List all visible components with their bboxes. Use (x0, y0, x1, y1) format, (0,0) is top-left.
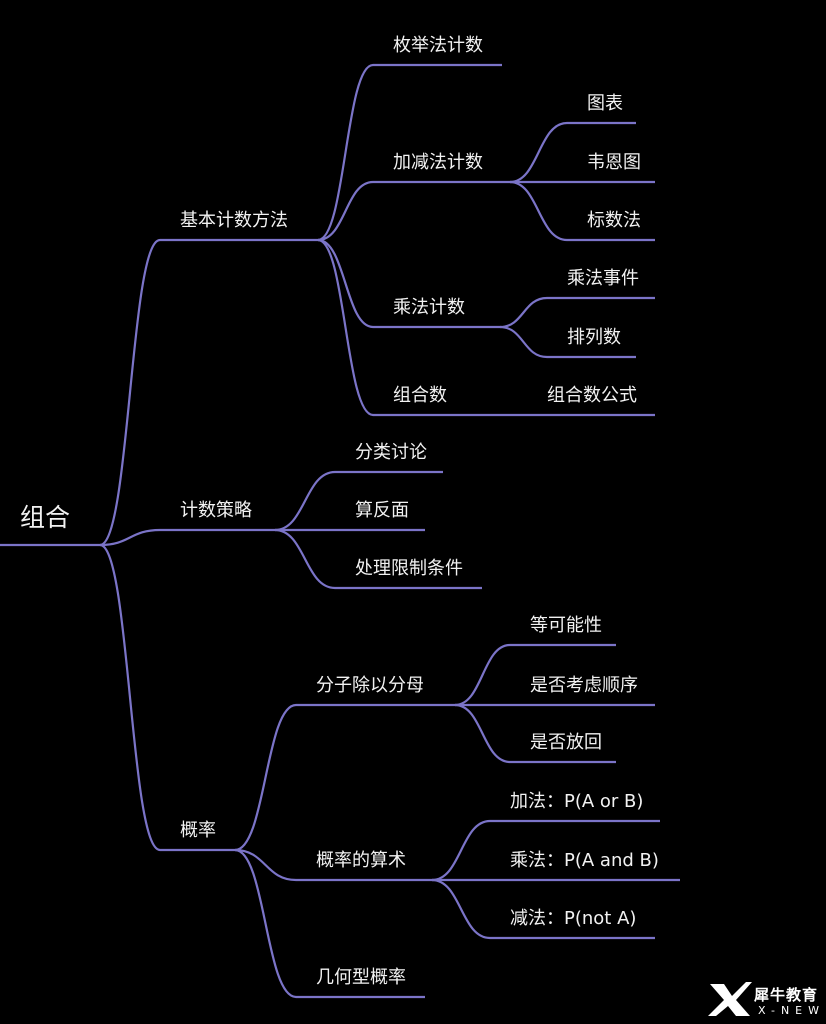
edge-equallikely (454, 643, 616, 707)
edge-arith (234, 848, 432, 882)
node-ratio[interactable]: 分子除以分母 (316, 675, 424, 696)
node-venn[interactable]: 韦恩图 (587, 152, 641, 173)
edge-addsub (317, 180, 510, 242)
node-order[interactable]: 是否考虑顺序 (530, 675, 638, 696)
edge-mult (317, 238, 500, 329)
node-basic[interactable]: 基本计数方法 (180, 210, 288, 231)
x-logo-icon (708, 982, 752, 1016)
node-cases[interactable]: 分类讨论 (355, 442, 427, 463)
edge-marknum (509, 180, 655, 242)
edge-replace (454, 703, 616, 764)
node-multrule[interactable]: 乘法：P(A and B) (510, 850, 659, 871)
node-complement[interactable]: 算反面 (355, 500, 409, 521)
edge-addrule (431, 819, 660, 882)
edge-strategy (99, 528, 275, 547)
node-restrict[interactable]: 处理限制条件 (355, 558, 463, 579)
logo-en-text: X-NEW (758, 1004, 826, 1017)
node-combformula[interactable]: 组合数公式 (547, 385, 637, 406)
node-marknum[interactable]: 标数法 (587, 210, 641, 231)
node-prob[interactable]: 概率 (180, 820, 216, 841)
node-enum[interactable]: 枚举法计数 (393, 35, 483, 56)
edge-ratio (234, 703, 455, 852)
node-addsub[interactable]: 加减法计数 (393, 152, 483, 173)
edge-geom (234, 848, 425, 999)
node-multevent[interactable]: 乘法事件 (567, 268, 639, 289)
node-chart[interactable]: 图表 (587, 93, 623, 114)
edge-basic (99, 238, 318, 547)
edge-comb (317, 238, 655, 417)
node-equallikely[interactable]: 等可能性 (530, 615, 602, 636)
node-arith[interactable]: 概率的算术 (316, 850, 406, 871)
node-mult[interactable]: 乘法计数 (393, 297, 465, 318)
edge-cases (274, 470, 443, 532)
node-addrule[interactable]: 加法：P(A or B) (510, 791, 643, 812)
edge-prob (99, 543, 235, 852)
edge-chart (509, 121, 636, 184)
node-perm[interactable]: 排列数 (567, 327, 621, 348)
node-geom[interactable]: 几何型概率 (316, 967, 406, 988)
edge-perm (499, 325, 636, 359)
edge-subrule (431, 878, 655, 940)
node-comb[interactable]: 组合数 (393, 385, 447, 406)
edge-multevent (499, 296, 655, 329)
node-strategy[interactable]: 计数策略 (180, 500, 252, 521)
node-replace[interactable]: 是否放回 (530, 732, 602, 753)
brand-logo: 犀牛教育 X-NEW (706, 976, 826, 1024)
edge-restrict (274, 528, 482, 590)
edge-enum (317, 63, 502, 242)
root-node[interactable]: 组合 (20, 503, 70, 532)
logo-cn-text: 犀牛教育 (754, 986, 819, 1004)
node-subrule[interactable]: 减法：P(not A) (510, 908, 636, 929)
